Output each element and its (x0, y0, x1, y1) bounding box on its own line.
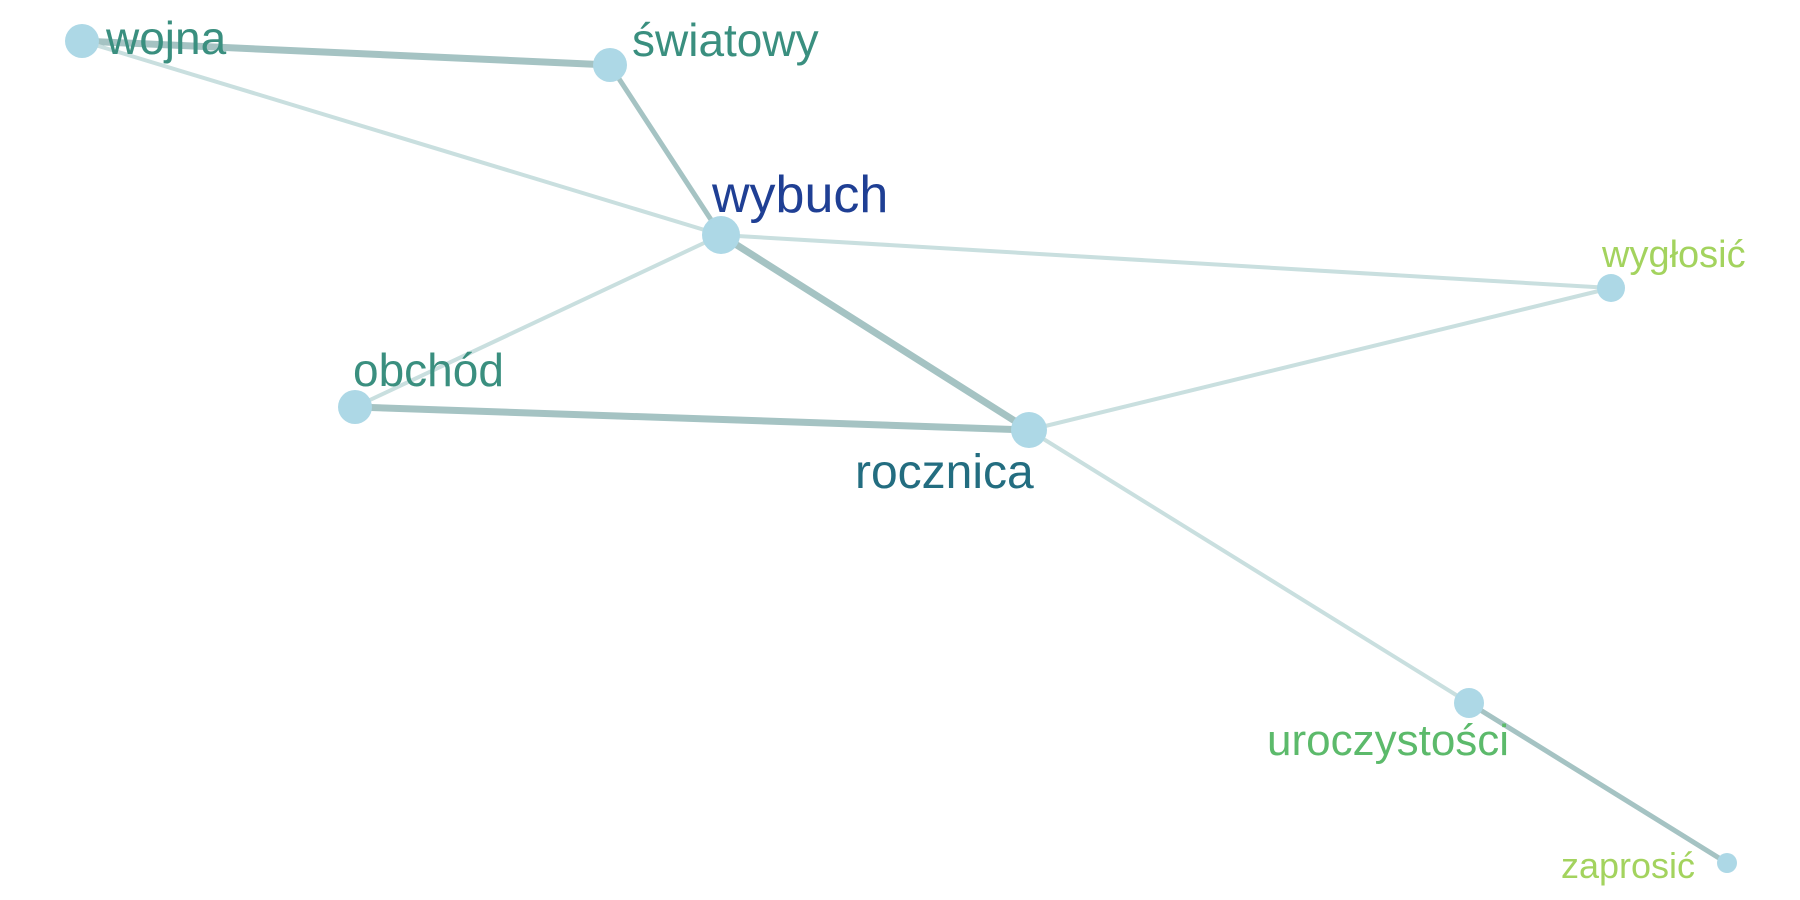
node-label-wojna: wojna (105, 12, 227, 64)
node-zaprosic (1717, 853, 1737, 873)
labels-layer: wojna światowy wybuch wygłosić obchód rocznic… (105, 12, 1746, 886)
node-uroczystosci (1454, 688, 1484, 718)
node-label-wyglosic: wygłosić (1601, 234, 1746, 276)
edge-wojna-swiatowy (78, 37, 614, 69)
edge-obchod-rocznica (351, 403, 1033, 434)
node-wojna (65, 24, 99, 58)
node-obchod (338, 390, 372, 424)
node-label-wybuch: wybuch (711, 166, 888, 224)
edge-wybuch-obchod (353, 233, 723, 409)
edge-rocznica-uroczystosci (1027, 428, 1471, 705)
node-label-rocznica: rocznica (855, 446, 1034, 499)
node-label-uroczystosci: uroczystości (1267, 716, 1509, 765)
edge-rocznica-wyglosic (1027, 286, 1613, 432)
node-swiatowy (593, 48, 627, 82)
edge-wybuch-wyglosic (719, 233, 1613, 290)
node-wybuch (702, 216, 740, 254)
nodes-layer (65, 24, 1737, 873)
node-label-obchod: obchód (353, 344, 504, 396)
edge-wojna-wybuch (80, 39, 723, 237)
node-wyglosic (1597, 274, 1625, 302)
edge-wybuch-rocznica (717, 231, 1033, 434)
edge-uroczystosci-zaprosic (1466, 700, 1730, 866)
edges-layer (78, 37, 1730, 866)
edge-swiatowy-wybuch (607, 62, 724, 238)
node-label-zaprosic: zaprosić (1561, 845, 1695, 886)
node-label-swiatowy: światowy (632, 14, 819, 66)
node-rocznica (1011, 412, 1047, 448)
